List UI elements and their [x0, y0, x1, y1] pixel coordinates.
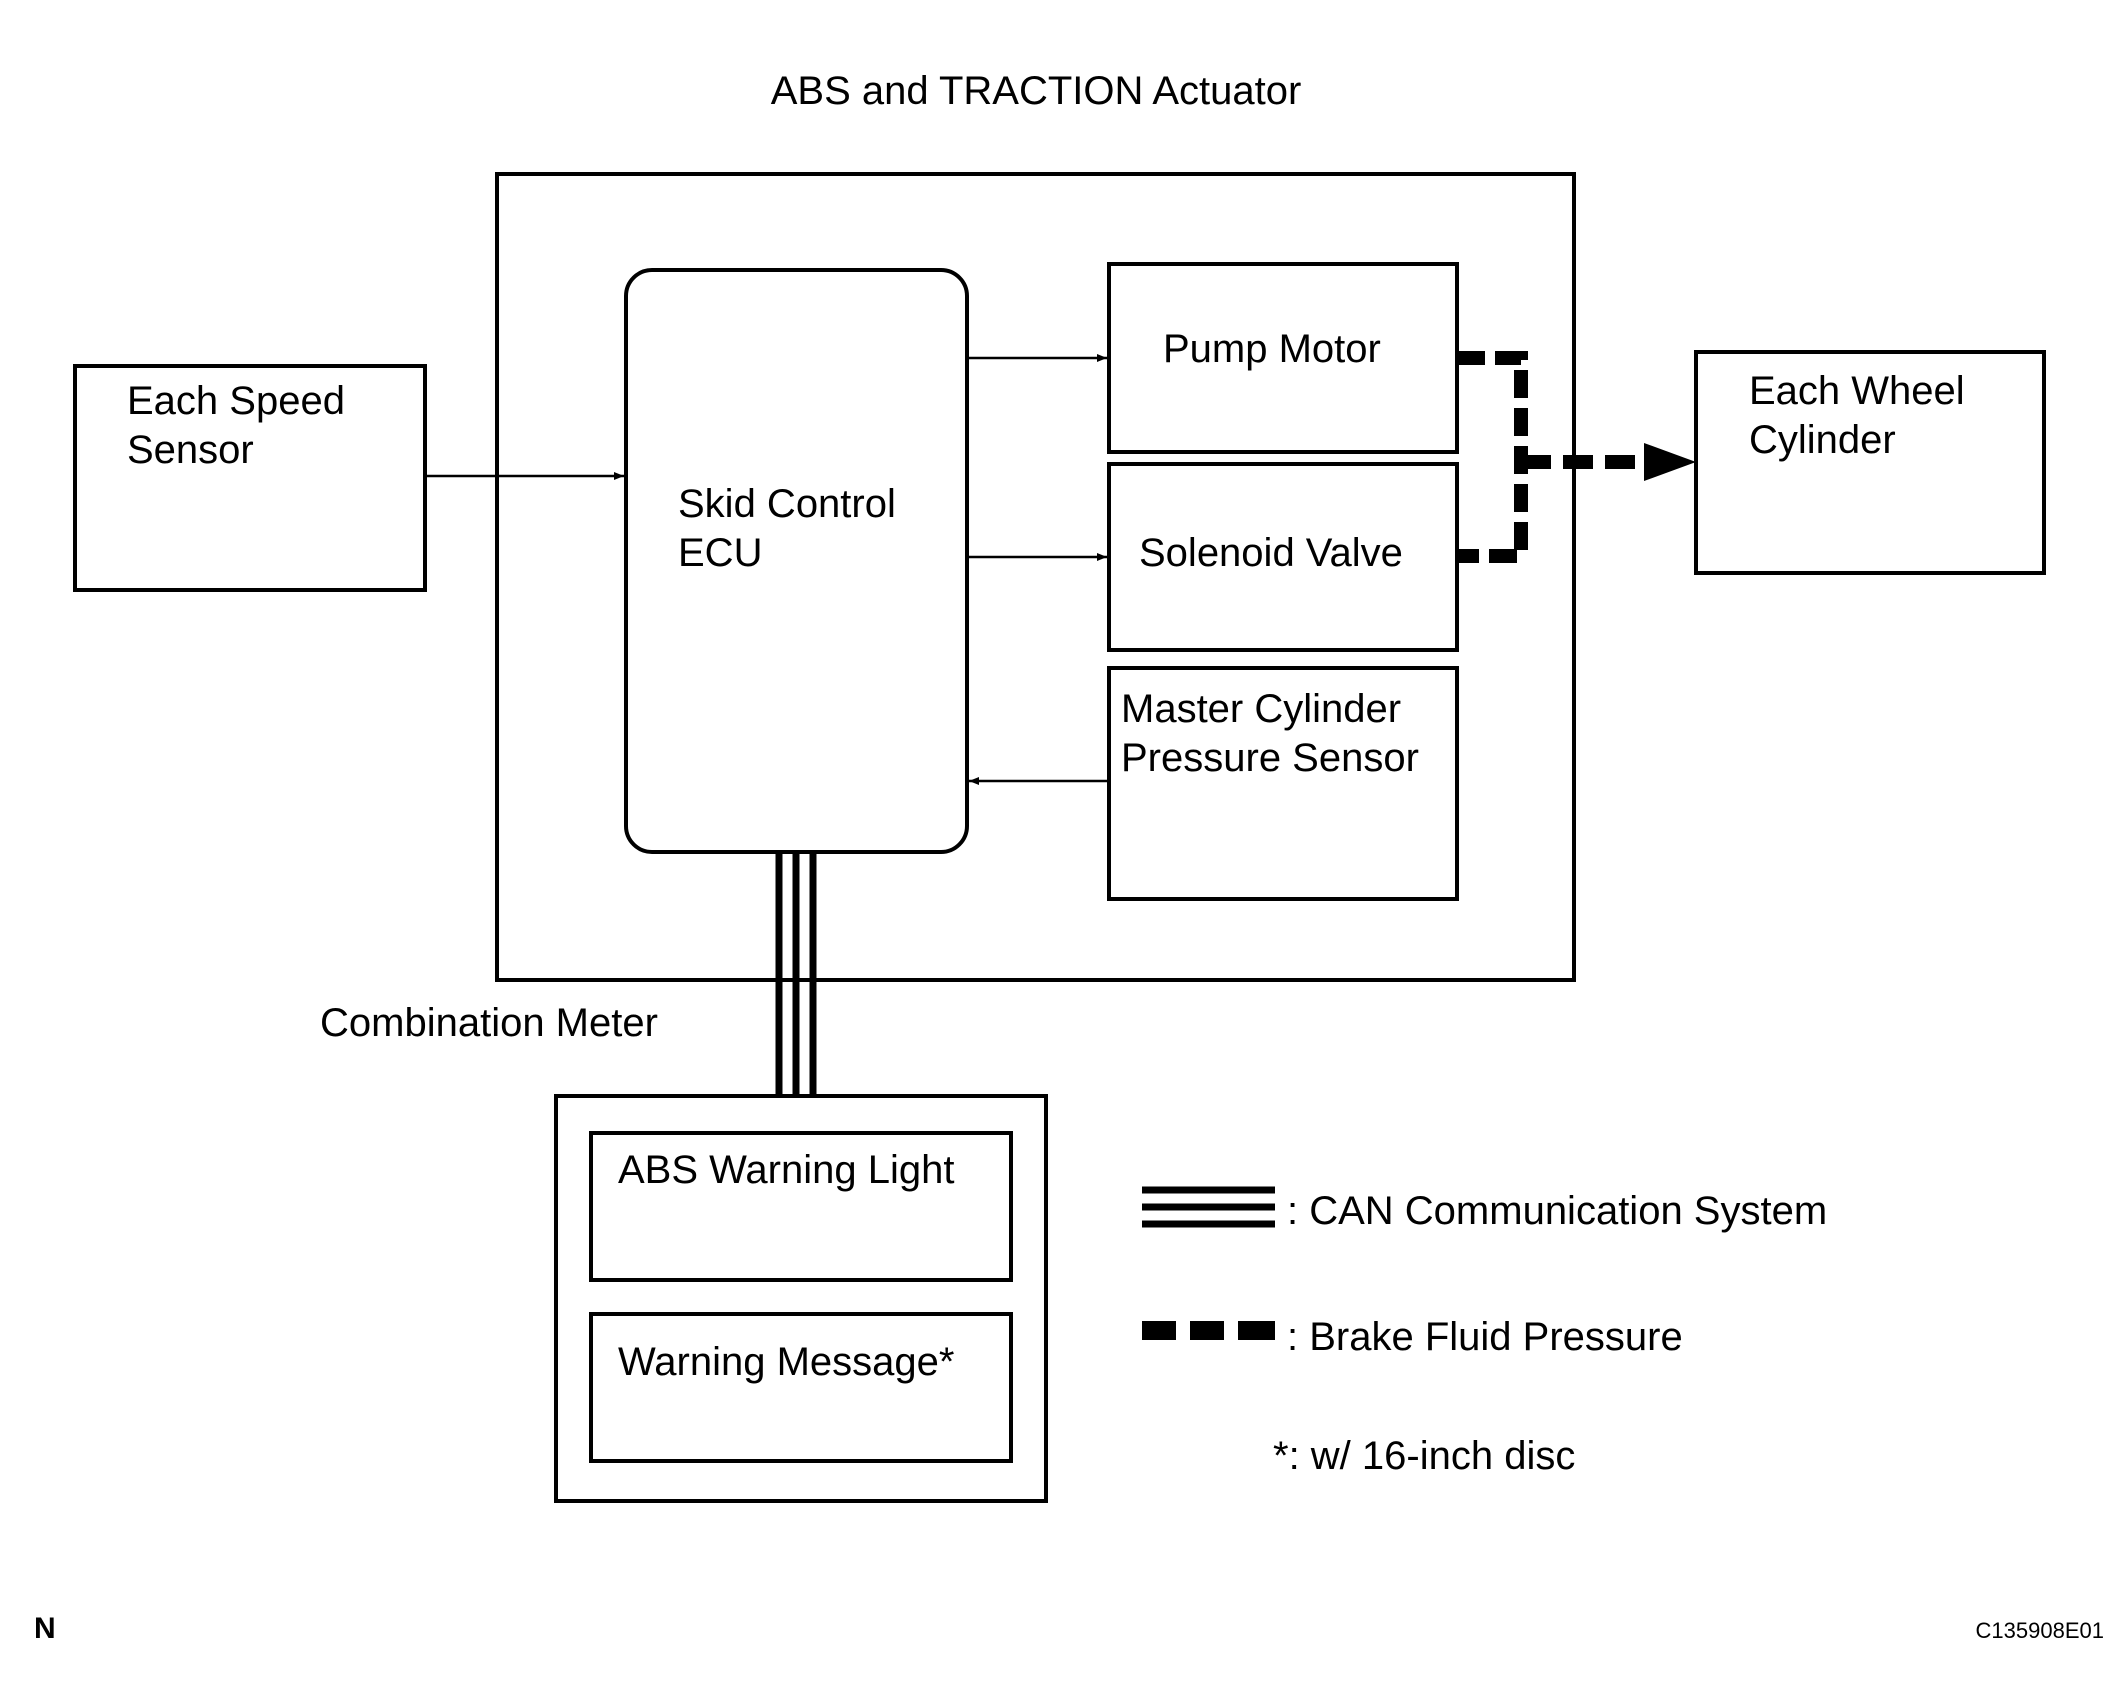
- abs-warning-light-box: ABS Warning Light: [589, 1131, 1013, 1282]
- solenoid-valve-box: Solenoid Valve: [1107, 462, 1459, 652]
- skid-control-ecu-box: Skid Control ECU: [624, 268, 969, 854]
- wheel-cylinder-box: Each Wheel Cylinder: [1694, 350, 2046, 575]
- legend-brake-swatch: [1142, 1321, 1275, 1340]
- master-cylinder-sensor-label-line1: Master Cylinder: [1121, 687, 1401, 731]
- ecu-label-line1: Skid Control: [678, 482, 896, 526]
- can-bus-line: [775, 852, 817, 1096]
- warning-message-box: Warning Message*: [589, 1312, 1013, 1463]
- combination-meter-box: [554, 1094, 1048, 1503]
- combination-meter-label: Combination Meter: [320, 1001, 658, 1045]
- solenoid-valve-label: Solenoid Valve: [1139, 531, 1403, 575]
- actuator-boundary: [495, 172, 1576, 982]
- figure-code: C135908E01: [1976, 1618, 2104, 1643]
- speed-sensor-box: Each Speed Sensor: [73, 364, 427, 592]
- pump-motor-box: Pump Motor: [1107, 262, 1459, 454]
- wheel-cylinder-label-line1: Each Wheel: [1749, 369, 1965, 413]
- master-cylinder-sensor-box: Master Cylinder Pressure Sensor: [1107, 666, 1459, 901]
- footer-mark: N: [34, 1612, 56, 1645]
- brake-fluid-pressure-path: [1457, 351, 1650, 563]
- footnote: *: w/ 16-inch disc: [1273, 1434, 1575, 1478]
- warning-message-label: Warning Message*: [618, 1340, 954, 1384]
- legend-brake-label: : Brake Fluid Pressure: [1287, 1315, 1683, 1359]
- legend-can-swatch: [1142, 1186, 1275, 1228]
- actuator-title: ABS and TRACTION Actuator: [771, 69, 1302, 113]
- ecu-label-line2: ECU: [678, 531, 762, 575]
- speed-sensor-label-line1: Each Speed: [127, 379, 345, 423]
- master-cylinder-sensor-label-line2: Pressure Sensor: [1121, 736, 1419, 780]
- legend-can-label: : CAN Communication System: [1287, 1189, 1827, 1233]
- pump-motor-label: Pump Motor: [1163, 327, 1381, 371]
- abs-warning-light-label: ABS Warning Light: [618, 1148, 954, 1192]
- speed-sensor-label-line2: Sensor: [127, 428, 254, 472]
- brake-fluid-pressure-arrowhead: [1644, 443, 1696, 481]
- wheel-cylinder-label-line2: Cylinder: [1749, 418, 1896, 462]
